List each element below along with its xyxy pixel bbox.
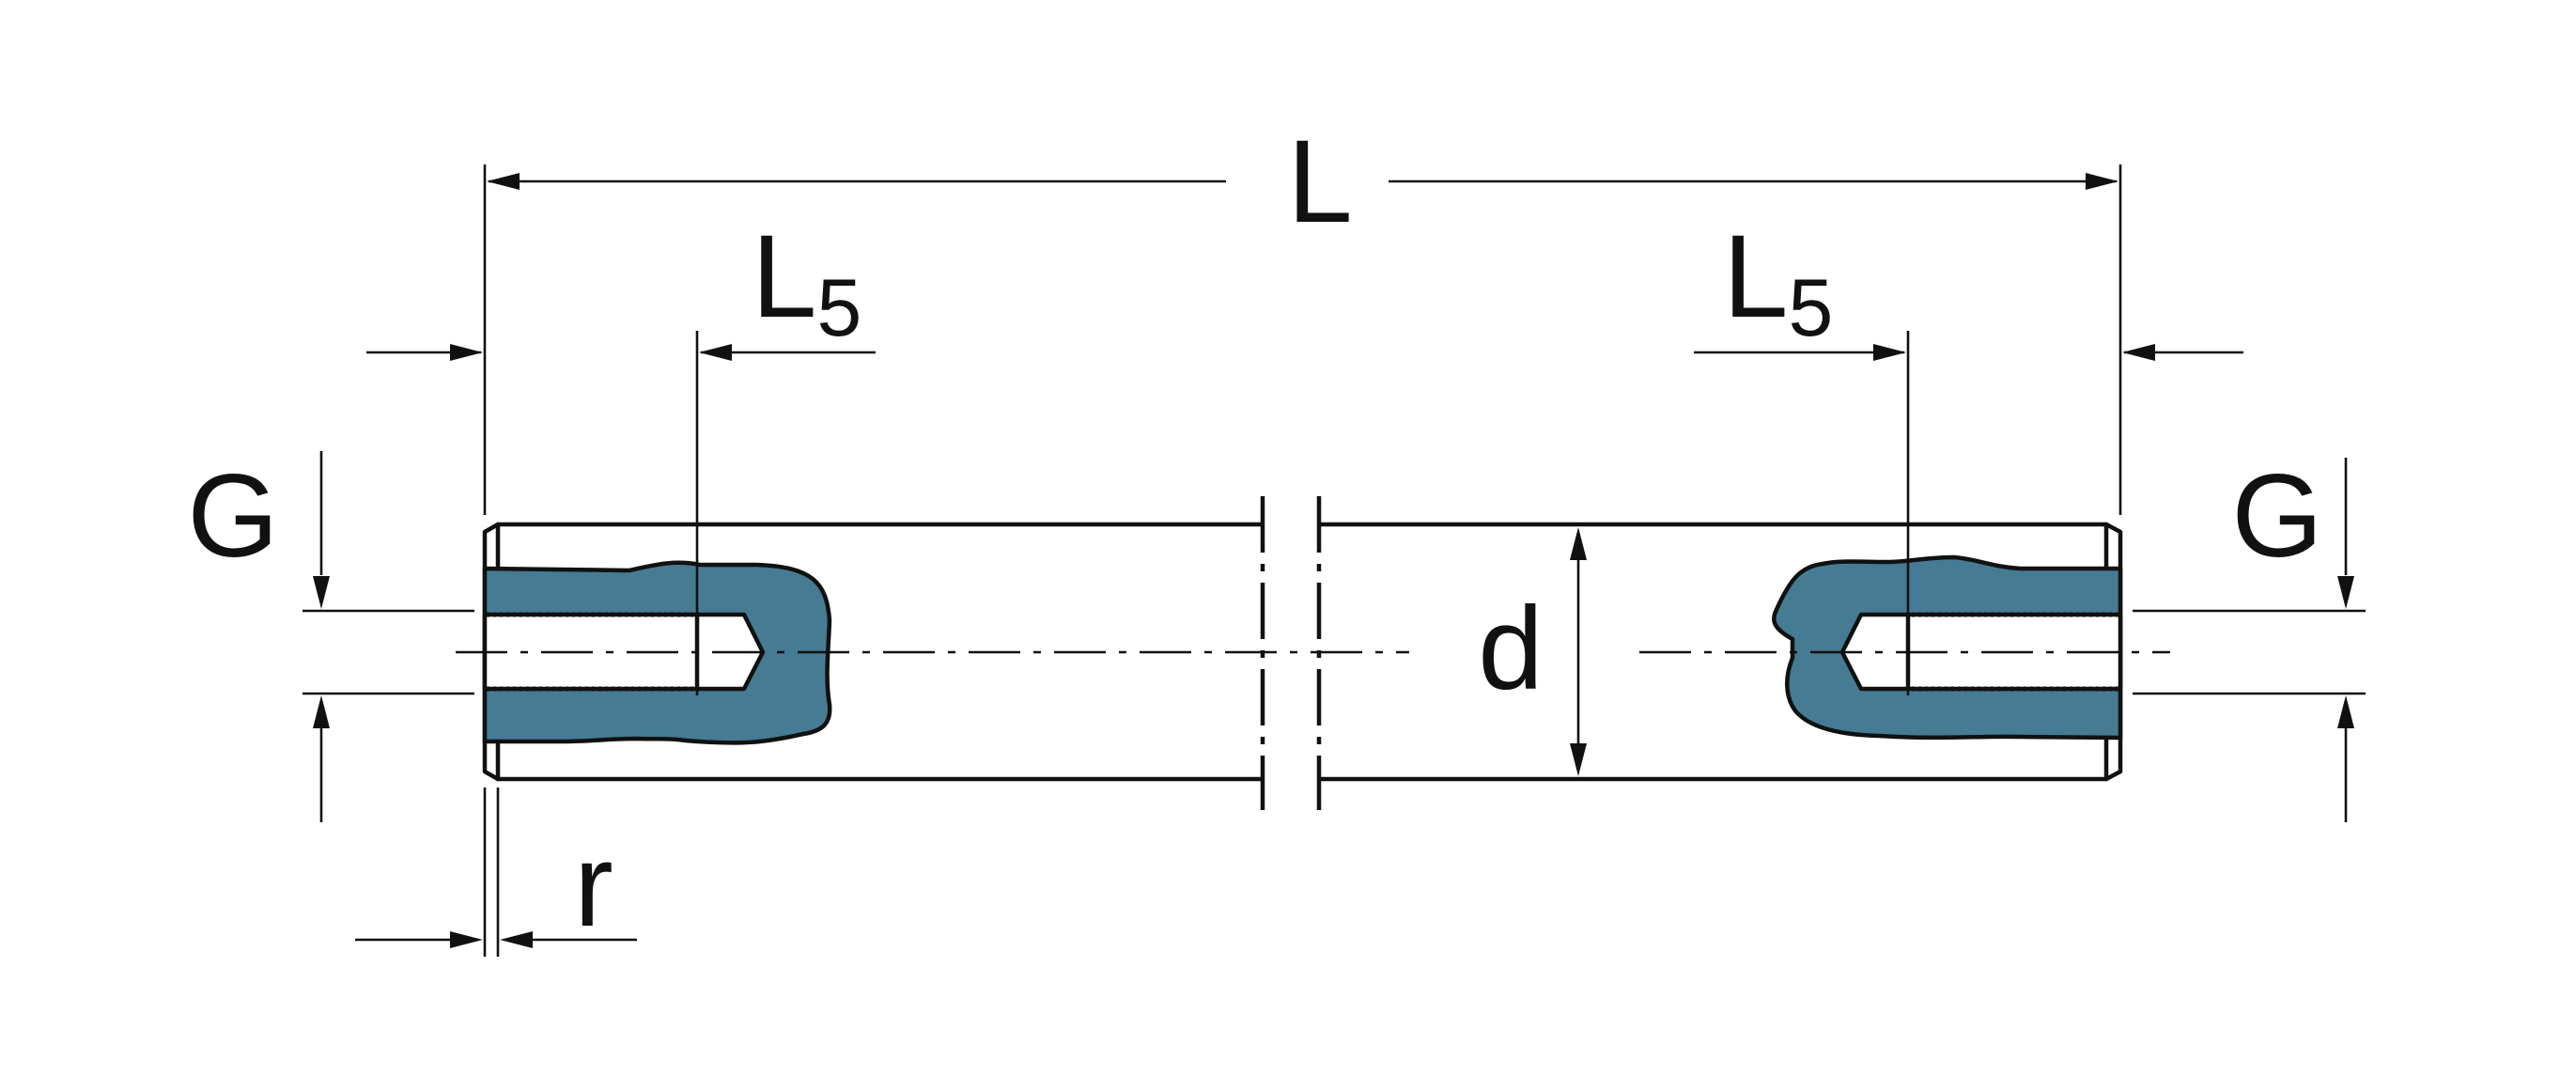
left-thread-hole <box>482 612 766 692</box>
right-section-cutaway <box>1772 554 2123 741</box>
label-l5-left-sub: 5 <box>817 263 862 353</box>
label-l5-right: L5 <box>1723 211 1833 353</box>
length-arrow-left <box>487 173 520 190</box>
g-left-arrow-bottom <box>313 695 330 728</box>
l5-right-arrow-inner <box>1873 344 1906 361</box>
g-right-arrow-top <box>2337 576 2354 609</box>
length-arrow-right <box>2086 173 2118 190</box>
label-chamfer: r <box>574 820 613 951</box>
l5-left-arrow-outer <box>450 344 483 361</box>
diameter-arrow-top <box>1570 527 1587 560</box>
l5-left-arrow-inner <box>699 344 732 361</box>
label-overall-length: L <box>1287 117 1353 247</box>
dimension-diameter: d <box>1478 527 1587 776</box>
diameter-arrow-bottom <box>1570 743 1587 776</box>
l5-right-arrow-outer <box>2122 344 2155 361</box>
chamfer-arrow-left <box>450 931 483 948</box>
dimension-thread-left: G <box>187 451 474 822</box>
g-right-arrow-bottom <box>2337 695 2354 728</box>
label-l5-left-main: L <box>752 211 817 342</box>
label-l5-right-main: L <box>1723 211 1789 342</box>
dimension-thread-right: G <box>2133 451 2366 822</box>
label-thread-right: G <box>2231 451 2322 582</box>
label-l5-left: L5 <box>752 211 861 353</box>
label-thread-left: G <box>187 451 278 582</box>
label-diameter: d <box>1478 584 1544 714</box>
label-l5-right-sub: 5 <box>1789 263 1834 353</box>
dimension-chamfer: r <box>355 788 637 957</box>
g-left-arrow-top <box>313 576 330 609</box>
dimension-l5-right: L5 <box>1694 211 2243 695</box>
chamfer-arrow-right <box>500 931 533 948</box>
dimension-overall-length: L <box>483 117 2122 515</box>
dimension-l5-left: L5 <box>366 211 876 695</box>
